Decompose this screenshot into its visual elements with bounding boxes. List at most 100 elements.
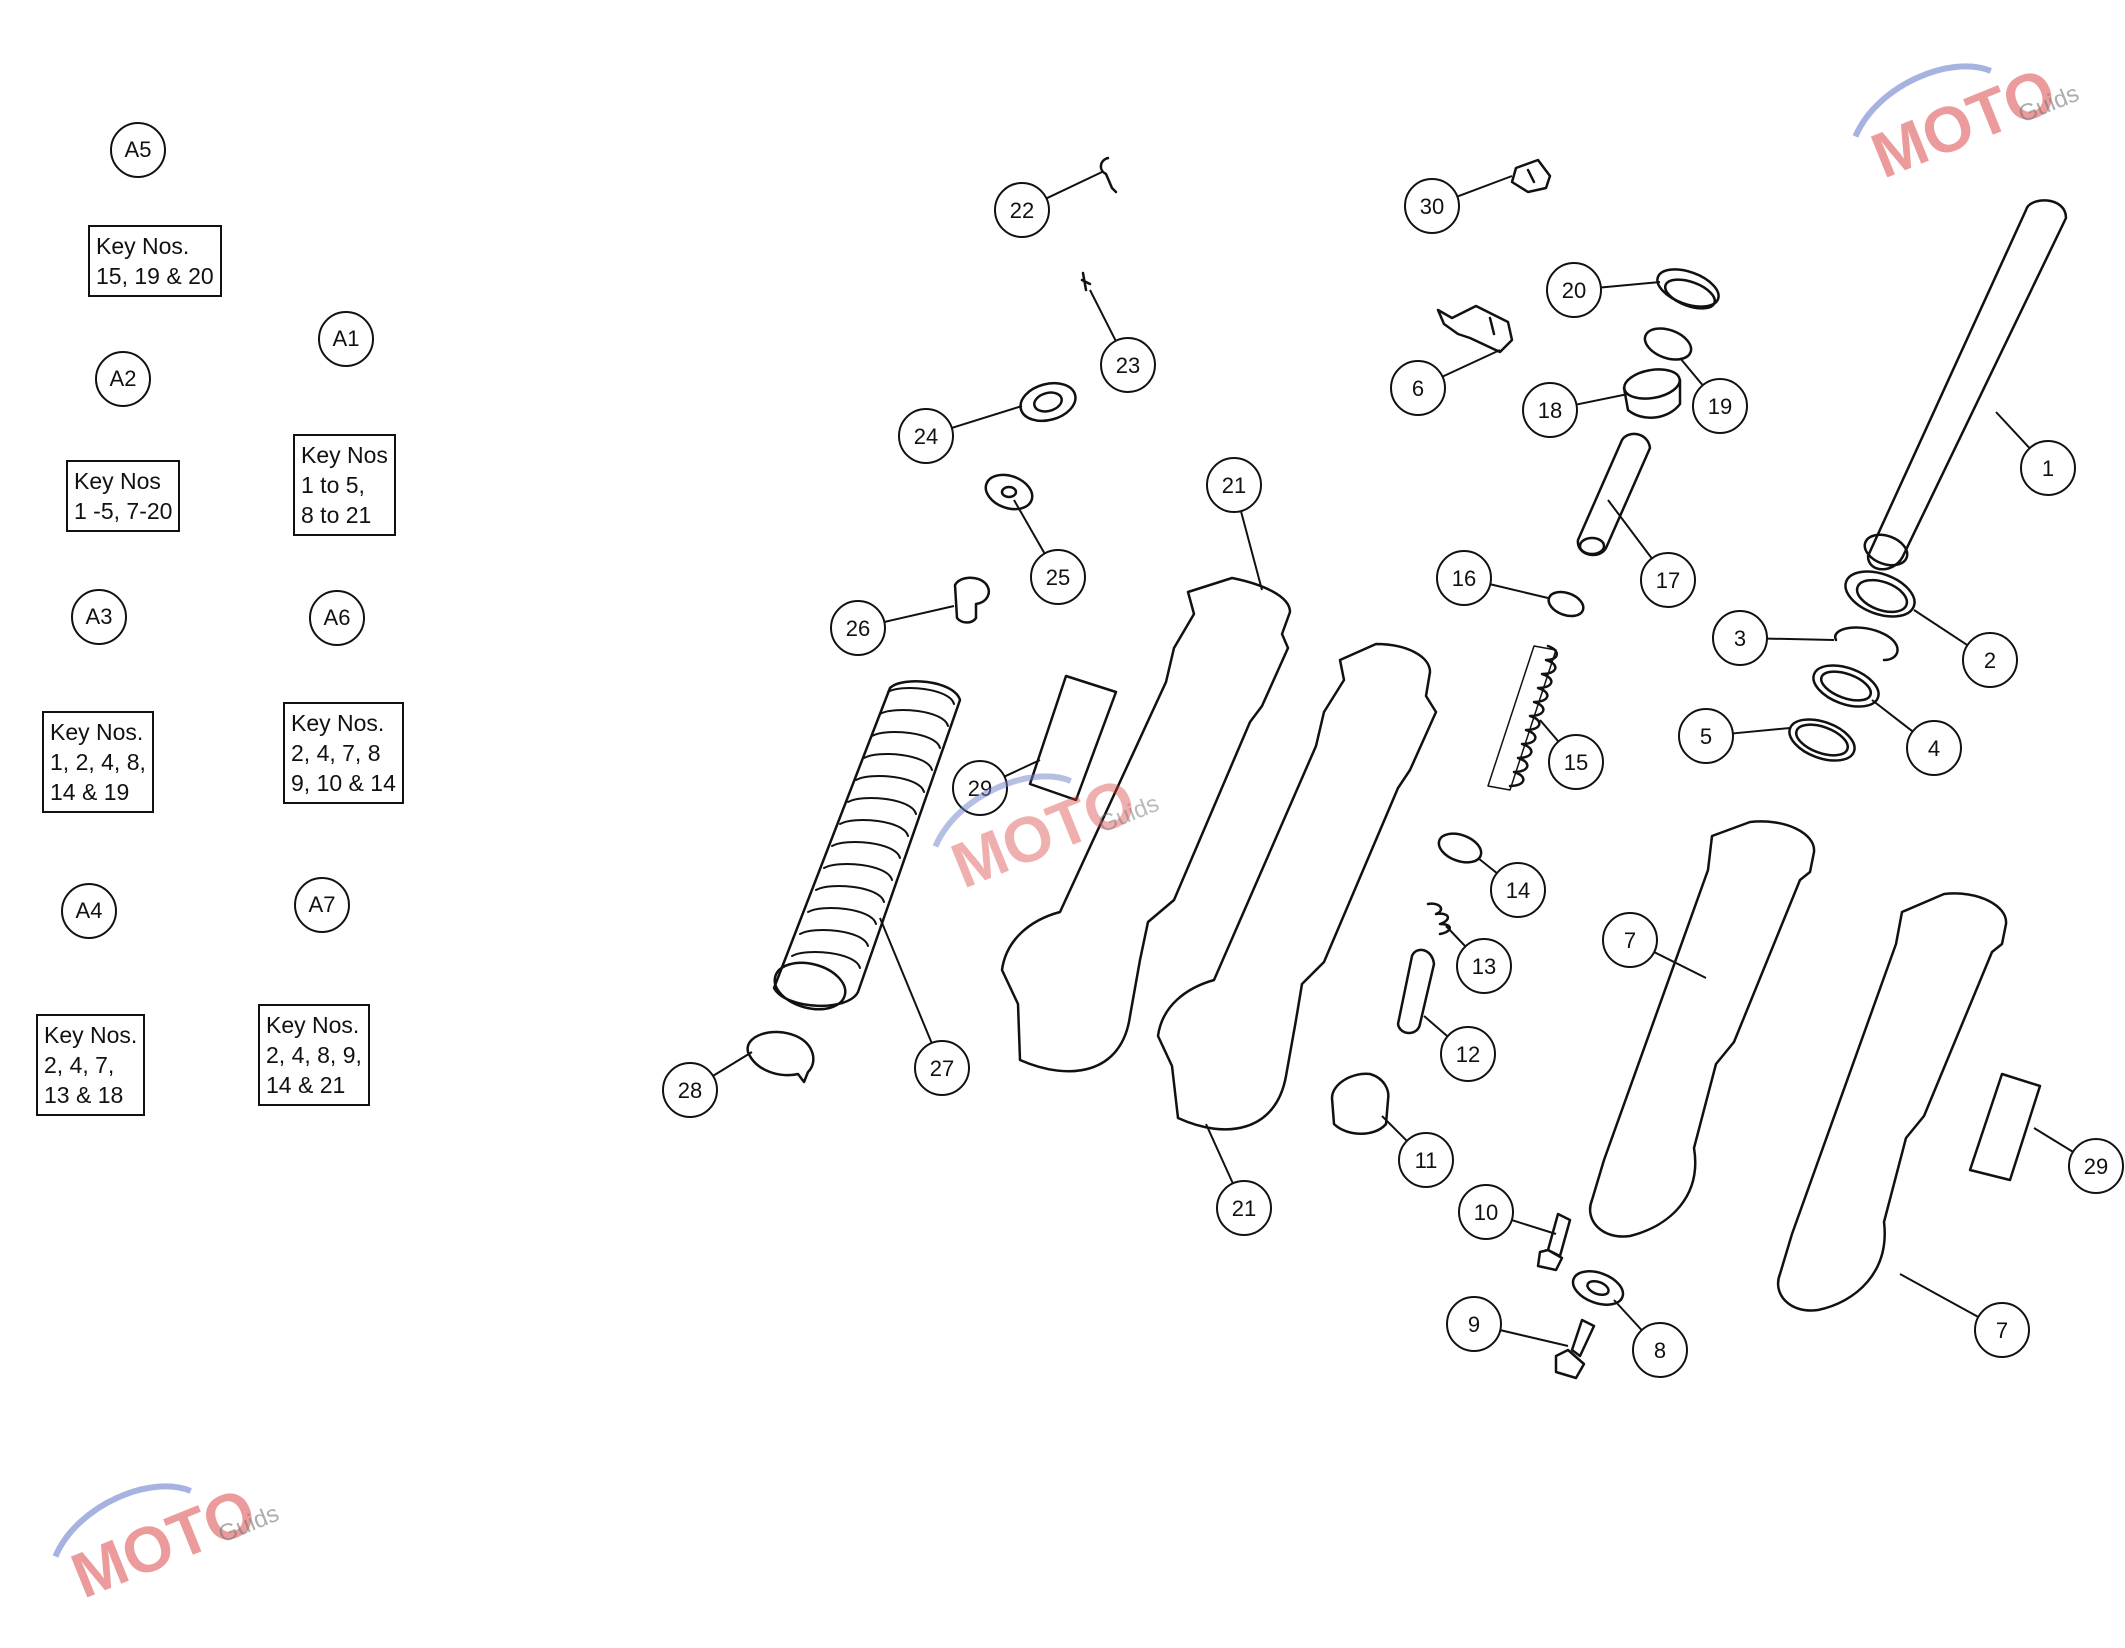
callout-3: 3 <box>1712 610 1835 666</box>
callout-27: 27 <box>879 917 970 1096</box>
callout-circle <box>1962 632 2018 688</box>
callout-circle <box>1458 1184 1514 1240</box>
part-7-lower-leg-b <box>1777 892 2008 1312</box>
callout-number: 19 <box>1708 394 1732 419</box>
callout-circle <box>1632 1322 1688 1378</box>
callout-leader <box>1607 499 1653 560</box>
callout-circle <box>1100 337 1156 393</box>
part-22-clip <box>1099 156 1118 194</box>
kit-line: 1 -5, 7-20 <box>74 498 173 524</box>
callout-7: 7 <box>1899 1273 2030 1358</box>
part-5-bush <box>1788 718 1856 762</box>
callout-number: 20 <box>1562 278 1586 303</box>
callout-leader <box>1913 609 1968 646</box>
kit-line: 2, 4, 7, <box>44 1052 115 1078</box>
callout-circle <box>1602 912 1658 968</box>
part-13-spring <box>1426 902 1451 936</box>
callout-circle <box>1692 378 1748 434</box>
kit-a2-box: Key Nos 1 -5, 7-20 <box>66 460 181 532</box>
kit-line: 2, 4, 8, 9, <box>266 1042 362 1068</box>
part-24-star-washer <box>1019 381 1077 423</box>
kit-line: Key Nos. <box>291 710 385 736</box>
callout-circle <box>1490 862 1546 918</box>
part-19-oring <box>1643 327 1693 361</box>
callout-number: 17 <box>1656 568 1680 593</box>
callout-number: 22 <box>1010 198 1034 223</box>
callout-leader <box>1045 171 1103 200</box>
callout-number: 2 <box>1984 648 1996 673</box>
kit-line: 1, 2, 4, 8, <box>50 749 146 775</box>
watermark-logo-bottom: MOTO Guids <box>52 1474 283 1612</box>
callout-number: 5 <box>1700 724 1712 749</box>
callout-number: 25 <box>1046 565 1070 590</box>
callout-number: 26 <box>846 616 870 641</box>
callout-circle <box>1390 360 1446 416</box>
callout-circle <box>1712 610 1768 666</box>
callout-circle <box>1522 382 1578 438</box>
part-17-rod <box>1576 432 1652 557</box>
callout-leader <box>1576 393 1629 406</box>
kit-line: Key Nos. <box>50 719 144 745</box>
callout-circle <box>1678 708 1734 764</box>
callout-number: 10 <box>1474 1200 1498 1225</box>
callout-circle <box>1548 734 1604 790</box>
callout-number: 28 <box>678 1078 702 1103</box>
callout-circle <box>898 408 954 464</box>
callout-circle <box>1546 262 1602 318</box>
callout-leader <box>1732 727 1791 735</box>
callout-circle <box>1206 457 1262 513</box>
part-25-washer-inner <box>1000 485 1018 499</box>
kit-line: 2, 4, 7, 8 <box>291 740 381 766</box>
kit-a1-label: A1 <box>318 311 374 367</box>
kit-a5-label: A5 <box>110 122 166 178</box>
callout-leader <box>1205 1123 1234 1184</box>
callout-16: 16 <box>1436 550 1549 606</box>
callout-leader <box>1679 357 1704 386</box>
callout-21: 21 <box>1206 457 1263 591</box>
callout-circle <box>830 600 886 656</box>
callout-leader <box>1539 719 1560 743</box>
callout-number: 21 <box>1232 1196 1256 1221</box>
part-18-bush <box>1623 368 1681 400</box>
part-21-lower-leg-a <box>1000 576 1292 1073</box>
callout-leader <box>1442 349 1501 378</box>
callout-leader <box>2033 1127 2074 1153</box>
callout-leader <box>951 405 1023 429</box>
kit-a4-label: A4 <box>61 883 117 939</box>
kit-a6-box: Key Nos. 2, 4, 7, 8 9, 10 & 14 <box>283 702 404 804</box>
callout-number: 3 <box>1734 626 1746 651</box>
kit-line: Key Nos. <box>266 1012 360 1038</box>
part-20-cap-inner <box>1663 278 1717 310</box>
watermark-logo-top: MOTO Guids <box>1852 54 2083 192</box>
callout-28: 28 <box>662 1051 753 1118</box>
callout-leader <box>1995 411 2031 449</box>
part-11-cap <box>1330 1072 1390 1135</box>
kit-line: 9, 10 & 14 <box>291 770 396 796</box>
part-23-pin <box>1080 271 1092 292</box>
callout-number: 15 <box>1564 750 1588 775</box>
callout-leader <box>1423 1015 1449 1038</box>
callout-7: 7 <box>1602 912 1707 979</box>
kit-a3-box: Key Nos. 1, 2, 4, 8, 14 & 19 <box>42 711 154 813</box>
callout-number: 29 <box>2084 1154 2108 1179</box>
callout-number: 14 <box>1506 878 1530 903</box>
callout-number: 30 <box>1420 194 1444 219</box>
callout-19: 19 <box>1679 357 1748 434</box>
kit-a6-label: A6 <box>309 590 365 646</box>
callout-14: 14 <box>1477 857 1546 918</box>
callout-circle <box>1030 549 1086 605</box>
callout-26: 26 <box>830 600 955 656</box>
callout-13: 13 <box>1445 925 1512 994</box>
kit-line: 13 & 18 <box>44 1082 124 1108</box>
callout-4: 4 <box>1871 699 1962 776</box>
callout-11: 11 <box>1381 1115 1454 1188</box>
callout-number: 12 <box>1456 1042 1480 1067</box>
callout-number: 6 <box>1412 376 1424 401</box>
kit-line: 1 to 5, <box>301 472 365 498</box>
callout-circle <box>994 182 1050 238</box>
callout-23: 23 <box>1089 289 1156 393</box>
callout-circle <box>2068 1138 2124 1194</box>
callout-8: 8 <box>1613 1299 1688 1378</box>
callout-leader <box>1511 1219 1557 1235</box>
callout-circle <box>1456 938 1512 994</box>
